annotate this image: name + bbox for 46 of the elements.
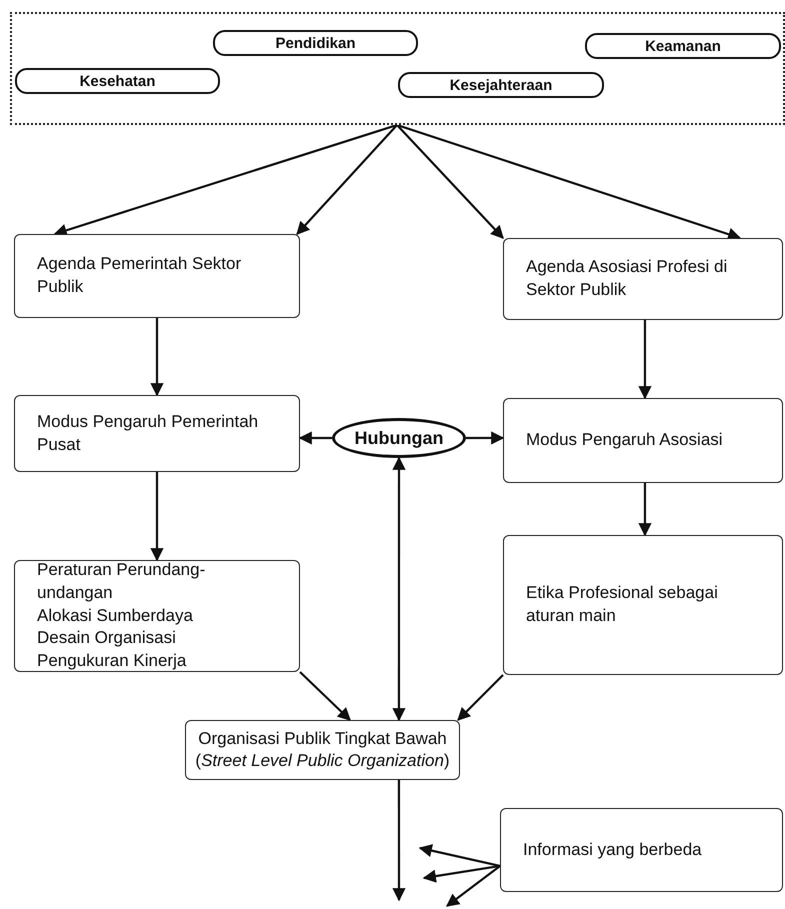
- topic-pill: [398, 72, 604, 98]
- node-text: Modus Pengaruh Pemerintah Pusat: [37, 410, 260, 456]
- node-text: Etika Profesional sebagai aturan main: [526, 582, 719, 627]
- node-text: Informasi yang berbeda: [523, 838, 703, 861]
- arrow: [638, 483, 652, 536]
- process-box: [500, 808, 783, 892]
- process-box: [14, 560, 300, 672]
- arrow: [418, 844, 500, 868]
- arrow: [396, 124, 742, 241]
- node-text: Alokasi Sumberdaya: [37, 604, 194, 627]
- arrow: [638, 320, 652, 400]
- process-box: [185, 720, 460, 780]
- arrow: [392, 456, 406, 722]
- arrow: [298, 431, 332, 445]
- node-text: Pengukuran Kinerja: [37, 650, 188, 672]
- arrow: [457, 674, 504, 721]
- arrow: [396, 124, 504, 239]
- arrow: [54, 124, 398, 237]
- node-text: Agenda Asosiasi Profesi di Sektor Publik: [526, 256, 728, 301]
- process-box: [14, 395, 300, 472]
- node-text: Hubungan: [354, 428, 444, 448]
- arrow: [299, 671, 351, 721]
- node-text: Desain Organisasi: [37, 627, 177, 650]
- topic-pill: [585, 33, 781, 59]
- node-text: Keamanan: [645, 38, 721, 54]
- topic-pill: [15, 68, 220, 94]
- arrow: [466, 431, 504, 445]
- arrow: [150, 318, 164, 396]
- arrow: [392, 780, 406, 902]
- node-text: Kesehatan: [80, 72, 156, 90]
- group-box: [10, 12, 785, 125]
- arrow: [422, 864, 500, 883]
- node-text: Peraturan Perundang-undangan: [37, 558, 206, 604]
- node-text: Pendidikan: [275, 34, 356, 52]
- node-text: Kesejahteraan: [450, 76, 552, 94]
- process-box: [503, 535, 783, 675]
- topic-pill: [213, 30, 418, 56]
- process-box: [503, 238, 783, 320]
- arrow: [296, 124, 398, 235]
- arrow: [446, 865, 501, 907]
- process-box: [503, 398, 783, 483]
- arrow: [150, 472, 164, 562]
- node-text: Organisasi Publik Tingkat Bawah (Street Level Public Organization): [194, 728, 451, 772]
- process-box: [14, 234, 300, 318]
- node-text: Modus Pengaruh Asosiasi: [526, 429, 724, 452]
- node-text: Agenda Pemerintah Sektor Publik: [37, 253, 242, 298]
